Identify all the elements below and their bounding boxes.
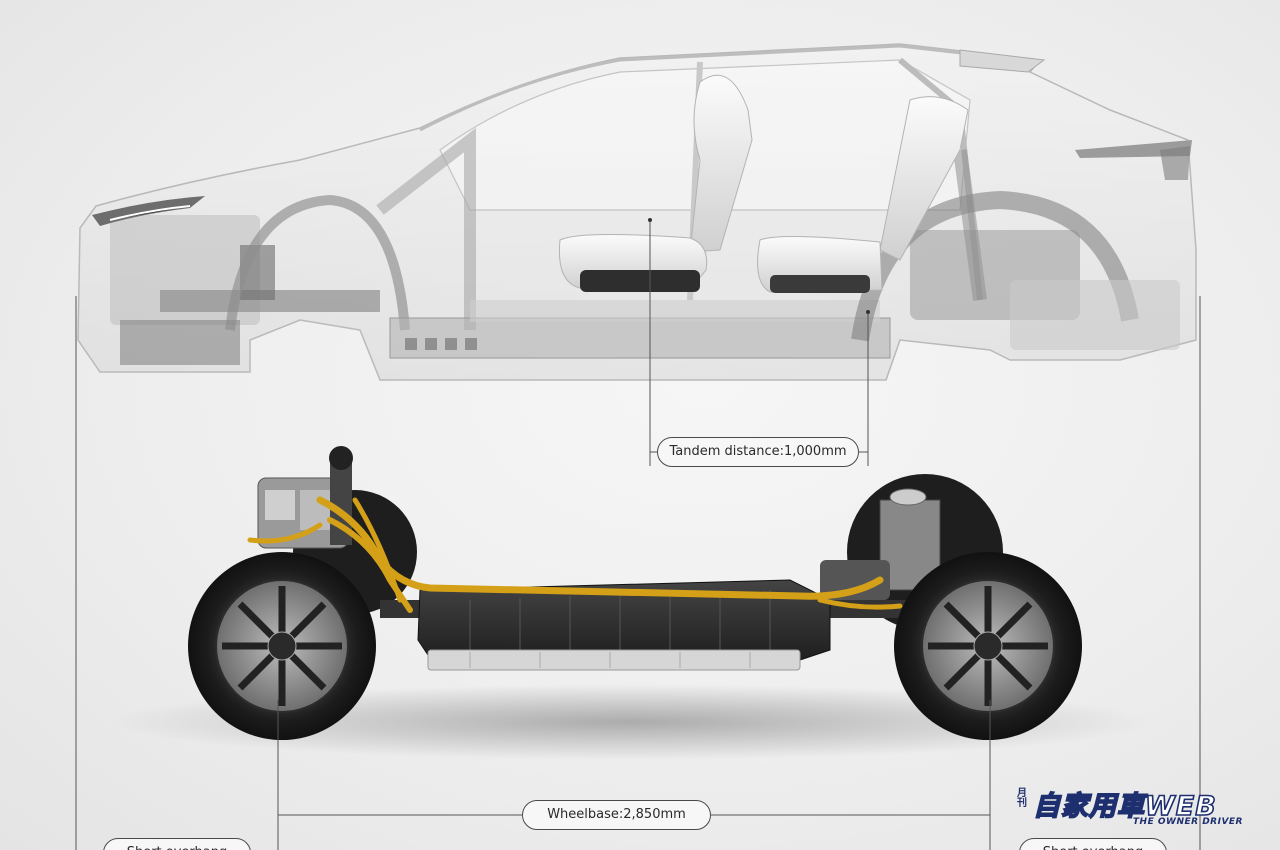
high-voltage-cables (247, 496, 903, 613)
logo-small-text: 月刊 (1017, 788, 1027, 809)
front-overhang-label: Short overhang (103, 838, 251, 850)
publisher-logo: 月刊 自家用車WEB THE OWNER DRIVER (1003, 786, 1253, 832)
near-rear-wheel (894, 552, 1082, 740)
rear-seat (757, 96, 969, 293)
tandem-distance-label: Tandem distance:1,000mm (657, 437, 859, 467)
logo-tagline: THE OWNER DRIVER (1132, 817, 1243, 827)
rear-overhang-label: Short overhang (1019, 838, 1167, 850)
logo-main-text: 自家用車WEB (1032, 790, 1217, 823)
front-seat (558, 74, 753, 292)
battery-pack (417, 579, 831, 671)
wheelbase-label: Wheelbase:2,850mm (522, 800, 711, 830)
rear-suspension (820, 488, 941, 600)
front-motor-unit (257, 446, 353, 549)
near-front-wheel (188, 552, 376, 740)
